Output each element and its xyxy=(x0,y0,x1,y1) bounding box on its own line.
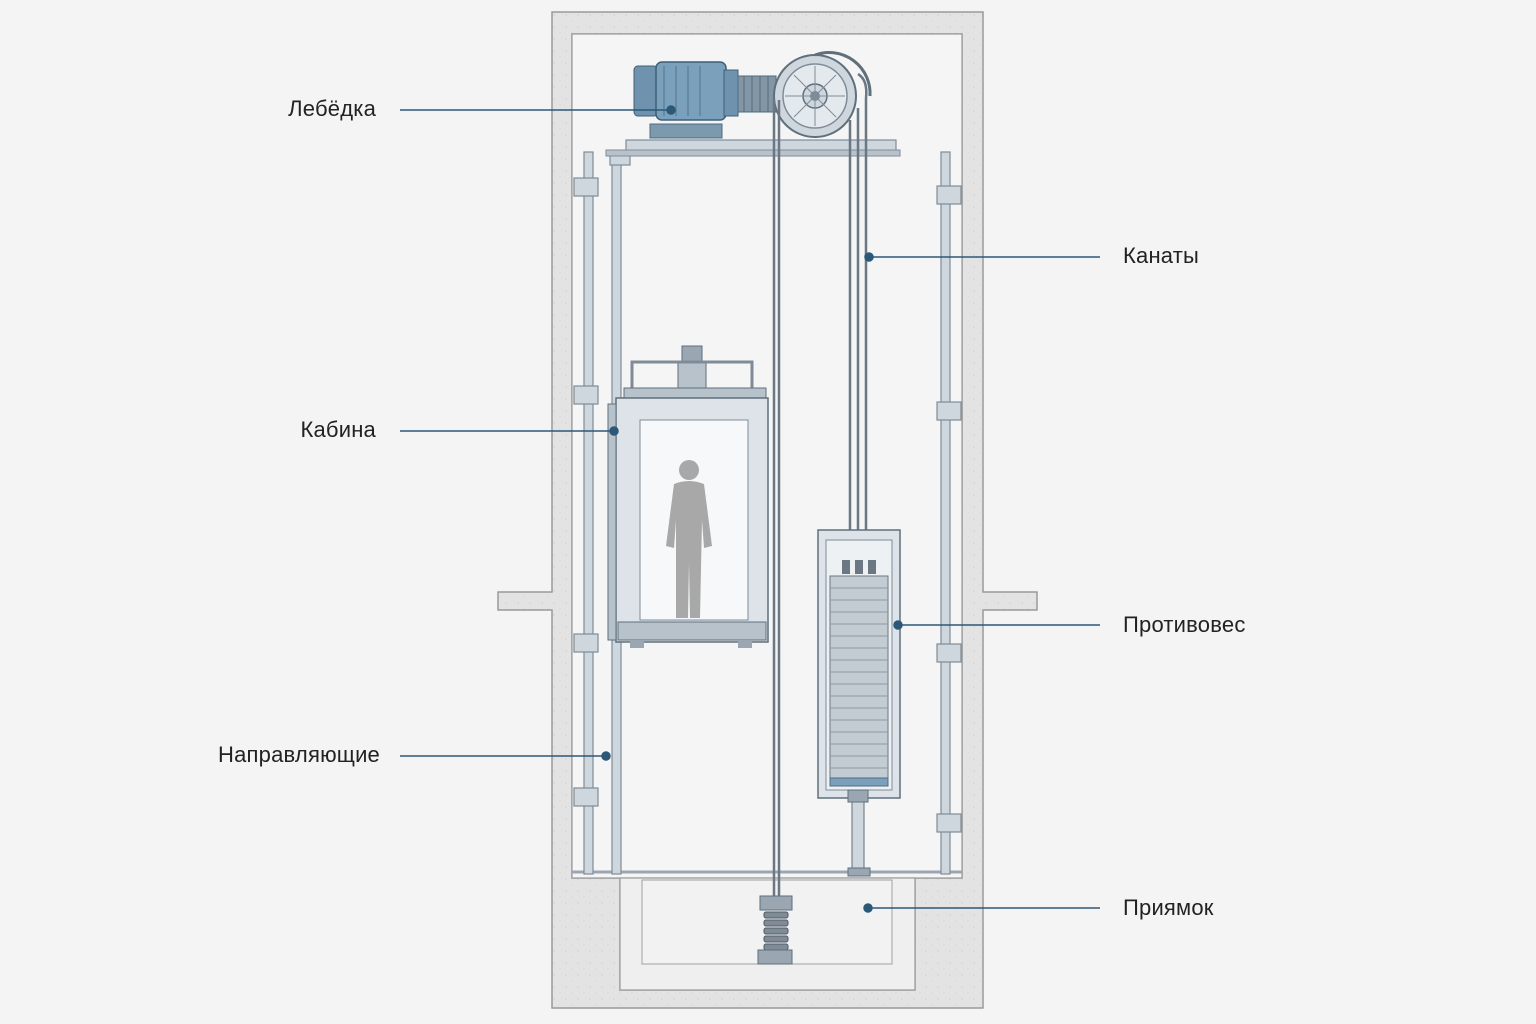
machine-platform xyxy=(605,139,901,157)
pit-buffer xyxy=(757,895,793,965)
label-ropes: Канаты xyxy=(1123,243,1200,268)
leader-lines xyxy=(400,105,1100,913)
label-counterweight: Противовес xyxy=(1123,612,1246,637)
elevator-cabin xyxy=(607,345,769,648)
label-pit: Приямок xyxy=(1123,895,1214,920)
winch-motor xyxy=(633,61,777,139)
ropes xyxy=(772,72,868,900)
traction-sheave xyxy=(773,51,872,138)
person-silhouette xyxy=(666,460,712,618)
label-cabin: Кабина xyxy=(300,417,376,442)
counterweight xyxy=(817,529,901,877)
label-guides: Направляющие xyxy=(218,742,380,767)
label-winch: Лебёдка xyxy=(288,96,376,121)
